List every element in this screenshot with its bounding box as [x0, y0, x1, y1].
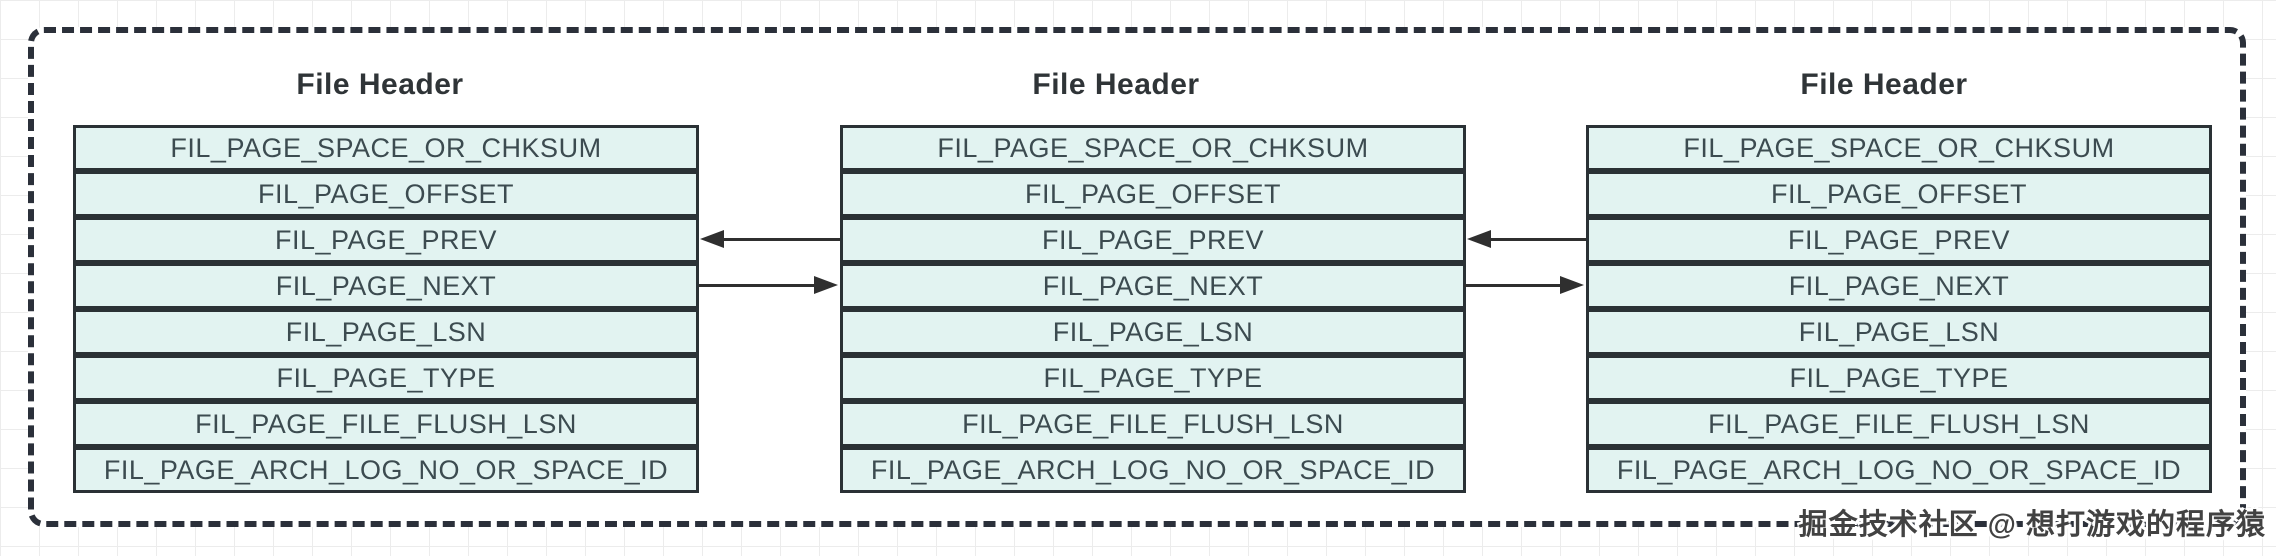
field-row: FIL_PAGE_SPACE_OR_CHKSUM — [840, 125, 1466, 171]
file-header-table-2: FIL_PAGE_SPACE_OR_CHKSUM FIL_PAGE_OFFSET… — [840, 125, 1466, 493]
field-row: FIL_PAGE_PREV — [840, 217, 1466, 263]
arrow-left-icon — [700, 230, 724, 248]
field-row: FIL_PAGE_FILE_FLUSH_LSN — [73, 401, 699, 447]
field-row: FIL_PAGE_TYPE — [840, 355, 1466, 401]
file-header-table-1: FIL_PAGE_SPACE_OR_CHKSUM FIL_PAGE_OFFSET… — [73, 125, 699, 493]
file-header-table-3: FIL_PAGE_SPACE_OR_CHKSUM FIL_PAGE_OFFSET… — [1586, 125, 2212, 493]
field-row: FIL_PAGE_LSN — [1586, 309, 2212, 355]
field-row: FIL_PAGE_ARCH_LOG_NO_OR_SPACE_ID — [840, 447, 1466, 493]
field-row: FIL_PAGE_NEXT — [73, 263, 699, 309]
field-row: FIL_PAGE_OFFSET — [1586, 171, 2212, 217]
field-row: FIL_PAGE_NEXT — [1586, 263, 2212, 309]
arrow-left-icon — [1467, 230, 1491, 248]
field-row: FIL_PAGE_LSN — [73, 309, 699, 355]
table-title: File Header — [296, 68, 464, 101]
field-row: FIL_PAGE_TYPE — [73, 355, 699, 401]
field-row: FIL_PAGE_TYPE — [1586, 355, 2212, 401]
field-row: FIL_PAGE_OFFSET — [73, 171, 699, 217]
field-row: FIL_PAGE_PREV — [73, 217, 699, 263]
field-row: FIL_PAGE_PREV — [1586, 217, 2212, 263]
field-row: FIL_PAGE_ARCH_LOG_NO_OR_SPACE_ID — [1586, 447, 2212, 493]
field-row: FIL_PAGE_FILE_FLUSH_LSN — [840, 401, 1466, 447]
field-row: FIL_PAGE_OFFSET — [840, 171, 1466, 217]
arrow-right-icon — [814, 276, 838, 294]
table-title: File Header — [1032, 68, 1200, 101]
field-row: FIL_PAGE_NEXT — [840, 263, 1466, 309]
field-row: FIL_PAGE_FILE_FLUSH_LSN — [1586, 401, 2212, 447]
watermark: 掘金技术社区 @ 想打游戏的程序猿 — [1798, 509, 2266, 541]
table-title: File Header — [1800, 68, 1968, 101]
arrow-right-icon — [1560, 276, 1584, 294]
field-row: FIL_PAGE_SPACE_OR_CHKSUM — [1586, 125, 2212, 171]
field-row: FIL_PAGE_SPACE_OR_CHKSUM — [73, 125, 699, 171]
field-row: FIL_PAGE_LSN — [840, 309, 1466, 355]
field-row: FIL_PAGE_ARCH_LOG_NO_OR_SPACE_ID — [73, 447, 699, 493]
